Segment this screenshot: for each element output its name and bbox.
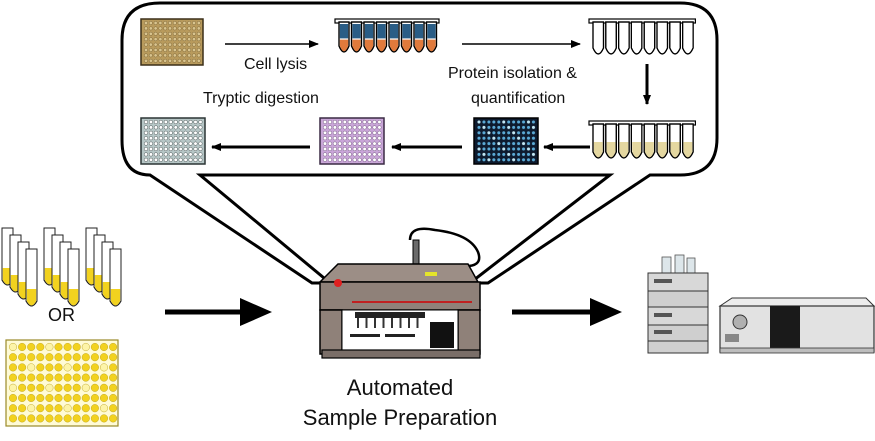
protein-tube-strip-icon — [588, 120, 697, 159]
robot-title-line2: Sample Preparation — [302, 405, 498, 430]
liquid-handling-robot-icon — [318, 227, 481, 359]
lysate-tube-strip-icon — [334, 18, 440, 53]
tryptic-digestion-label: Tryptic digestion — [203, 90, 319, 107]
or-label: OR — [48, 305, 75, 325]
cell-lysis-label: Cell lysis — [244, 56, 308, 73]
arrow-to-lcms-icon — [512, 298, 622, 326]
sample-plate-icon — [5, 339, 119, 427]
quantification-plate-icon — [473, 117, 539, 165]
quantification-label: quantification — [471, 90, 566, 107]
arrow-to-robot-icon — [165, 298, 272, 326]
sample-tubes-icon — [1, 227, 122, 307]
cell-culture-plate-icon — [140, 18, 204, 66]
lc-ms-instrument-icon — [647, 254, 875, 354]
peptide-plate-icon — [140, 117, 206, 165]
digestion-plate-icon — [319, 117, 385, 165]
robot-title-line1: Automated — [346, 375, 454, 400]
protein-isolation-label: Protein isolation & — [448, 65, 577, 82]
empty-tube-strip-icon — [588, 18, 697, 55]
